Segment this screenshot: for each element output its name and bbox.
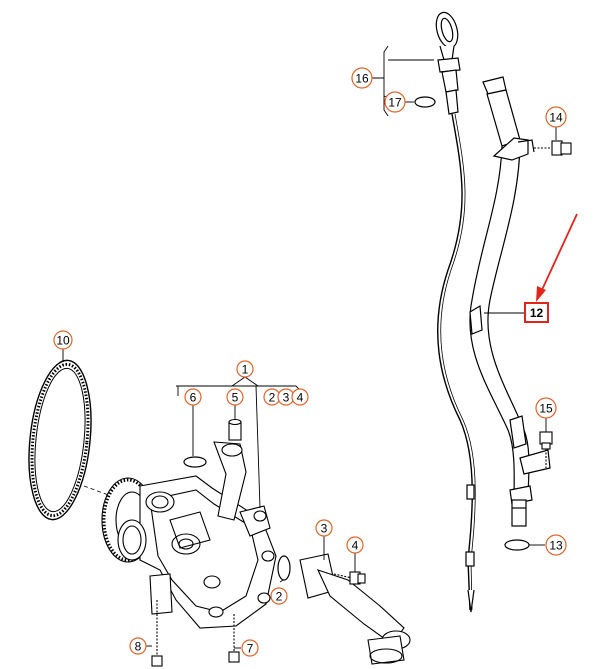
oil-dipstick — [435, 11, 476, 613]
svg-text:3: 3 — [321, 522, 328, 536]
callout-7: 7 — [241, 639, 259, 657]
callout-13: 13 — [545, 534, 567, 556]
callout-2: 2 — [270, 587, 288, 605]
svg-text:15: 15 — [539, 402, 553, 416]
callout-5: 5 — [226, 388, 244, 406]
sleeve-5 — [228, 418, 242, 441]
svg-text:2: 2 — [276, 590, 283, 604]
svg-text:17: 17 — [388, 96, 402, 110]
gasket-2 — [277, 555, 291, 581]
o-ring-13 — [504, 539, 530, 551]
bolt-14 — [534, 140, 572, 156]
svg-text:5: 5 — [232, 391, 239, 405]
callout-4-group: 4 — [291, 388, 309, 406]
suction-pipe-3 — [299, 553, 411, 665]
callout-4: 4 — [346, 536, 364, 554]
svg-text:13: 13 — [549, 539, 563, 553]
bolt-7 — [228, 614, 240, 663]
svg-text:8: 8 — [135, 640, 142, 654]
svg-text:6: 6 — [190, 391, 197, 405]
o-ring-6 — [183, 456, 207, 468]
callout-10: 10 — [53, 330, 73, 350]
bolt-8 — [151, 600, 163, 667]
callout-6: 6 — [184, 388, 202, 406]
svg-text:12: 12 — [530, 306, 544, 320]
callout-15: 15 — [535, 397, 557, 419]
callout-12-highlighted: 12 — [524, 302, 549, 323]
oil-pump-assembly — [101, 441, 277, 629]
timing-belt-10 — [28, 359, 92, 521]
highlight-arrow — [536, 213, 578, 302]
svg-text:10: 10 — [56, 334, 70, 348]
svg-text:3: 3 — [283, 391, 290, 405]
dipstick-guide-tube — [469, 76, 551, 527]
bolt-15 — [539, 431, 553, 468]
svg-text:1: 1 — [242, 363, 249, 377]
callout-8: 8 — [129, 637, 147, 655]
callout-14: 14 — [545, 106, 567, 128]
svg-text:4: 4 — [352, 539, 359, 553]
callout-17: 17 — [384, 91, 406, 113]
svg-text:16: 16 — [355, 72, 369, 86]
svg-text:7: 7 — [247, 642, 254, 656]
o-ring-17 — [414, 96, 436, 108]
svg-text:2: 2 — [269, 391, 276, 405]
callout-3: 3 — [315, 519, 333, 537]
callout-16: 16 — [351, 67, 373, 89]
callout-1: 1 — [236, 360, 254, 378]
svg-text:4: 4 — [297, 391, 304, 405]
svg-text:14: 14 — [549, 111, 563, 125]
